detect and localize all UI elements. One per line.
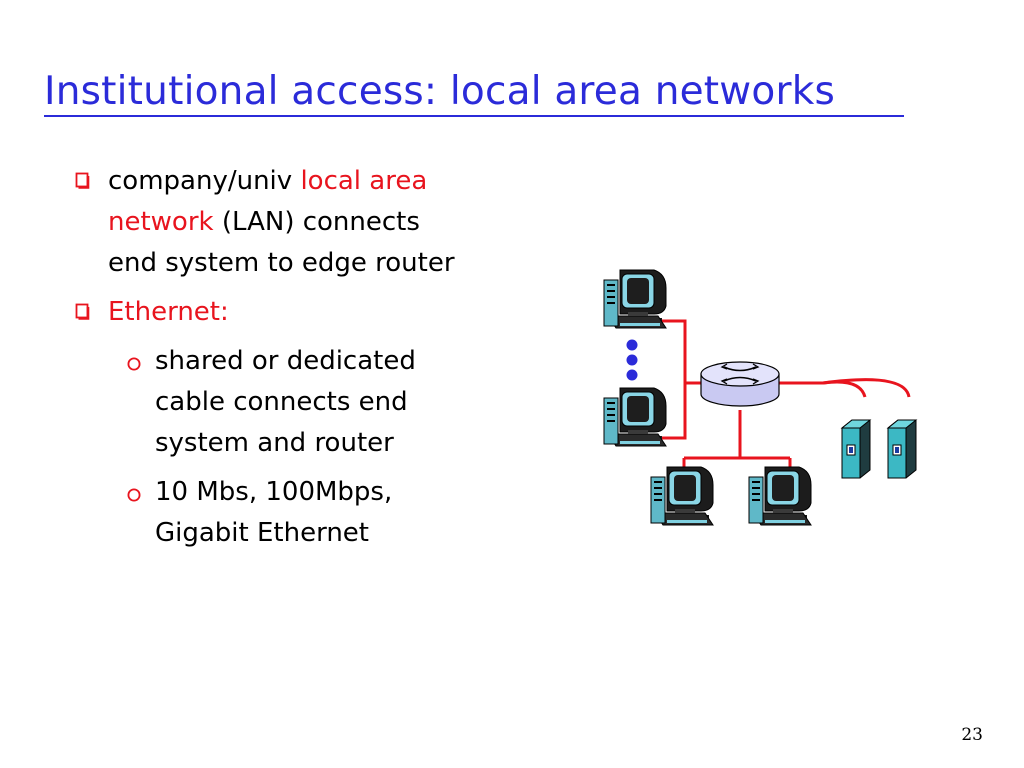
- hollow-square-bullet-icon: [75, 172, 90, 189]
- bullet-line: Ethernet:: [108, 297, 229, 327]
- router-icon: [700, 361, 780, 407]
- bullet-line: network (LAN) connects: [108, 202, 455, 243]
- server-icon: [887, 419, 917, 479]
- vertical-ellipsis-icon: [626, 339, 638, 381]
- bullet-item-lan: company/univ local area network (LAN) co…: [75, 161, 455, 284]
- bullet-line: end system to edge router: [108, 248, 455, 278]
- highlight-text: local area: [300, 166, 428, 196]
- bullet-line: company/univ local area: [108, 161, 455, 202]
- desktop-computer-icon: [603, 387, 667, 447]
- desktop-computer-icon: [603, 269, 667, 329]
- lan-cable: [662, 319, 911, 470]
- server-icon: [841, 419, 871, 479]
- bullet-text: (LAN) connects: [213, 207, 420, 237]
- bullet-line: shared or dedicated: [155, 346, 416, 376]
- hollow-circle-bullet-icon: [127, 488, 141, 502]
- sub-bullet-item-cable: shared or dedicated cable connects end s…: [127, 341, 416, 464]
- bullet-line: 10 Mbs, 100Mbps,: [155, 477, 393, 507]
- hollow-circle-bullet-icon: [127, 357, 141, 371]
- sub-bullet-item-speeds: 10 Mbs, 100Mbps, Gigabit Ethernet: [127, 472, 393, 554]
- bullet-item-ethernet: Ethernet:: [75, 292, 229, 333]
- desktop-computer-icon: [650, 466, 714, 526]
- bullet-line: system and router: [155, 428, 394, 458]
- bullet-line: cable connects end: [155, 387, 408, 417]
- highlight-text: network: [108, 207, 214, 237]
- bullet-line: Gigabit Ethernet: [155, 518, 369, 548]
- desktop-computer-icon: [748, 466, 812, 526]
- slide-number: 23: [961, 725, 983, 745]
- hollow-square-bullet-icon: [75, 303, 90, 320]
- bullet-text: company/univ: [108, 166, 301, 196]
- slide-title: Institutional access: local area network…: [44, 69, 835, 114]
- title-underline: [44, 115, 904, 117]
